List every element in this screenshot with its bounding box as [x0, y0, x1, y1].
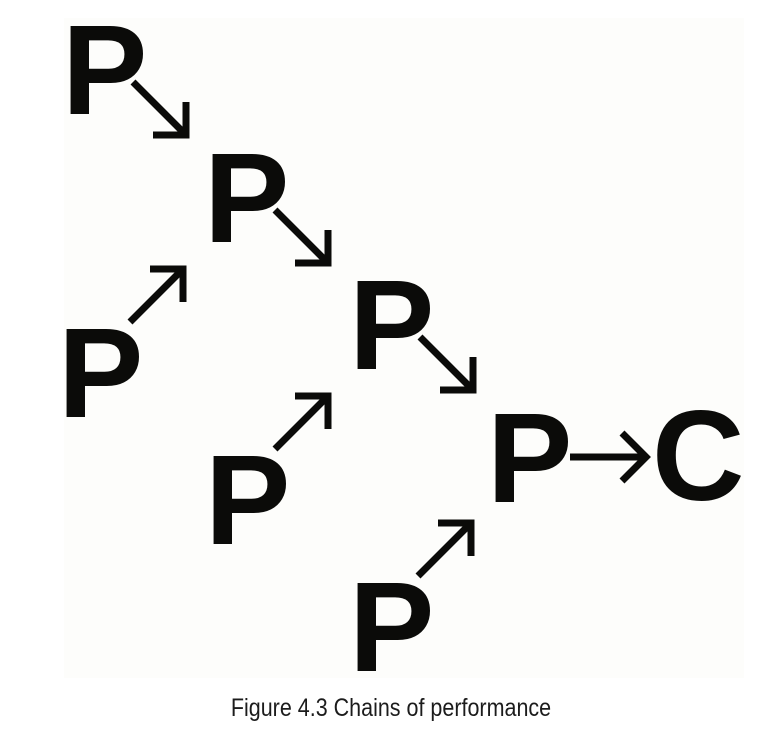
- node-p6: P: [487, 387, 573, 530]
- node-p5: P: [205, 429, 291, 572]
- node-p7: P: [349, 556, 435, 699]
- node-p4: P: [349, 254, 435, 397]
- node-p2: P: [204, 127, 290, 270]
- arrow-up-right-icon: [272, 392, 332, 452]
- arrow-down-right-icon: [130, 79, 190, 139]
- arrow-down-right-icon: [272, 207, 332, 267]
- node-c: C: [652, 385, 745, 528]
- figure-caption: Figure 4.3 Chains of performance: [230, 694, 552, 722]
- node-p3: P: [58, 302, 144, 445]
- arrow-up-right-icon: [127, 265, 187, 325]
- arrow-down-right-icon: [417, 334, 477, 394]
- arrow-right-icon: [570, 430, 651, 484]
- arrow-up-right-icon: [415, 519, 475, 579]
- node-p1: P: [62, 0, 148, 142]
